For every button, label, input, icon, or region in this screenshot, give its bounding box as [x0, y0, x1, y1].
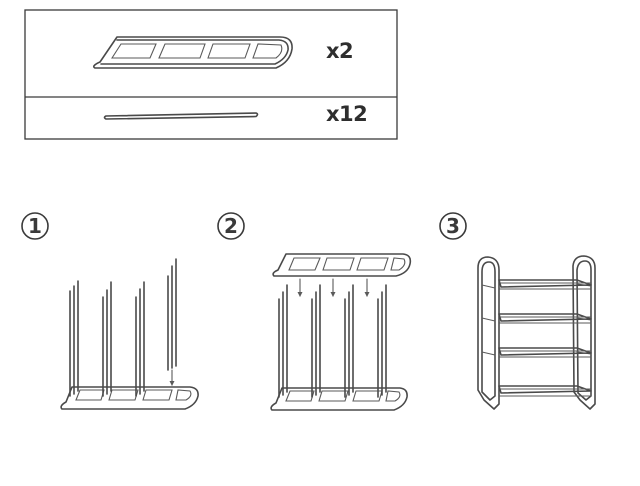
shelf-tube-part: [103, 112, 259, 120]
step-2-number: 2: [224, 214, 238, 238]
frame-panel-quantity: x2: [326, 39, 353, 63]
step-2-illustration: [270, 253, 412, 411]
shelf-3: [498, 347, 592, 358]
shelf-2: [498, 313, 592, 324]
shelf-4: [498, 385, 592, 397]
step-2-badge: 2: [217, 212, 245, 240]
step-1-number: 1: [28, 214, 42, 238]
parts-list: x2 x12: [24, 9, 398, 140]
shelf-1: [498, 279, 592, 290]
step-3-number: 3: [446, 214, 460, 238]
frame-panel-part: [93, 36, 293, 69]
step-1-illustration: [60, 258, 199, 410]
step-1-badge: 1: [21, 212, 49, 240]
step-3-illustration: [477, 255, 596, 410]
shelf-tube-quantity: x12: [326, 102, 367, 126]
step-3-badge: 3: [439, 212, 467, 240]
